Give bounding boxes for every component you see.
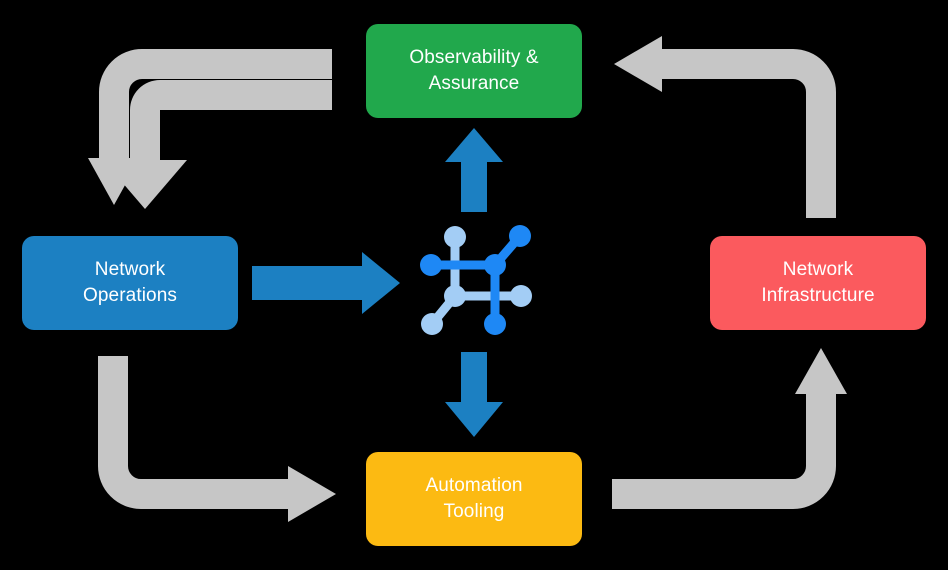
box-network-infrastructure[interactable]: Network Infrastructure: [710, 236, 926, 330]
network-node-hub-dark: [484, 254, 506, 276]
box-observability-assurance[interactable]: Observability & Assurance: [366, 24, 582, 118]
network-node-topright-dark: [509, 225, 531, 247]
gray-arrow-infrastructure-to-observability-head: [614, 36, 662, 92]
network-node-bottomleft-light: [421, 313, 443, 335]
gray-arrow-observability-to-operations-body: [99, 49, 332, 160]
network-node-left-dark: [420, 254, 442, 276]
box-observability-assurance-label: Observability & Assurance: [409, 47, 539, 94]
box-network-operations[interactable]: Network Operations: [22, 236, 238, 330]
blue-arrow-operations-to-center: [252, 252, 400, 314]
gray-arrow-automation-to-infrastructure-head: [795, 348, 847, 394]
blue-arrow-center-to-automation: [445, 352, 503, 437]
gray-arrow-observability-to-operations-head: [88, 158, 140, 205]
gray-arrow-operations-to-automation-body: [98, 356, 290, 509]
box-automation-tooling[interactable]: Automation Tooling: [366, 452, 582, 546]
box-automation-tooling-label: Automation Tooling: [425, 475, 523, 522]
blue-arrow-center-to-observability: [445, 128, 503, 212]
gray-arrow-observability-to-operations: [103, 46, 332, 209]
network-node-hub-light: [444, 285, 466, 307]
network-node-right-light: [510, 285, 532, 307]
gray-arrow-operations-to-automation-head: [288, 466, 336, 522]
gray-arrow-infrastructure-to-observability-body: [660, 49, 836, 218]
box-network-infrastructure-label: Network Infrastructure: [761, 259, 875, 306]
box-network-operations-label: Network Operations: [83, 259, 177, 306]
network-node-top-light: [444, 226, 466, 248]
network-node-bottom-dark: [484, 313, 506, 335]
gray-arrow-automation-to-infrastructure-body: [612, 392, 836, 509]
network-graph-icon: [420, 225, 532, 335]
